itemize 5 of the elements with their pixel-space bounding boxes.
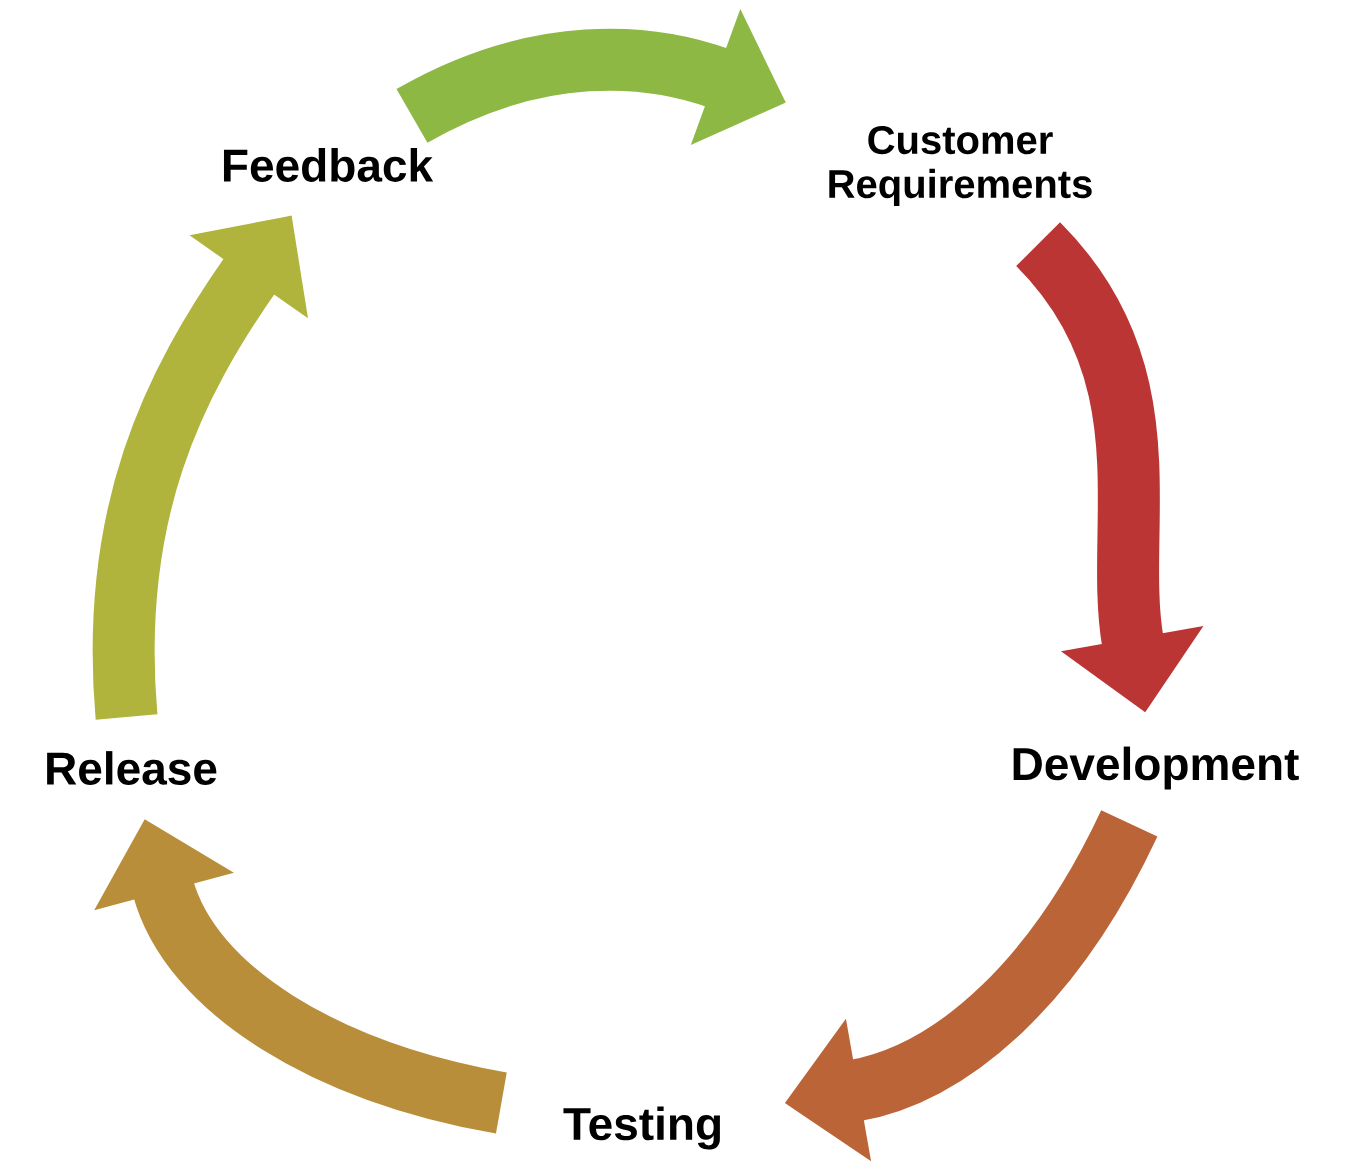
stage-label: Development bbox=[1013, 746, 1299, 790]
stage-label: Release bbox=[47, 751, 217, 785]
stage-label: Customer Requirements bbox=[829, 125, 1092, 207]
stage-label: Feedback bbox=[223, 148, 434, 182]
stage-label: Testing bbox=[563, 1106, 720, 1150]
